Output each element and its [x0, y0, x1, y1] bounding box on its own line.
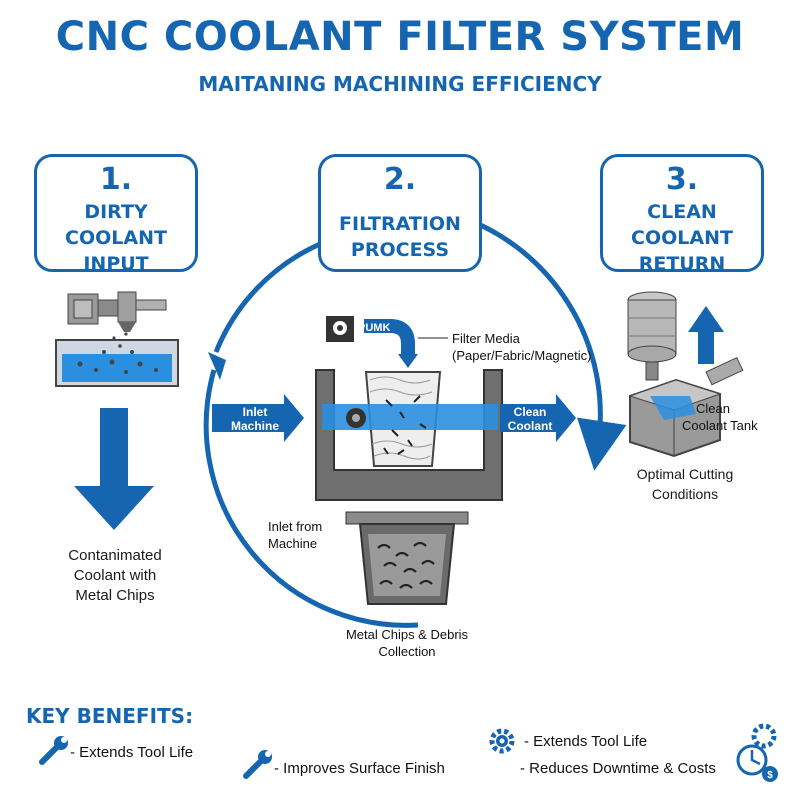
step-2-box: 2. FILTRATION PROCESS: [318, 154, 482, 272]
step-label-line: COOLANT: [631, 227, 733, 249]
label-line: Metal Chips & Debris: [345, 627, 469, 642]
filter-media-label: Filter Media (Paper/Fabric/Magnetic): [452, 330, 612, 364]
page-subtitle: MAITANING MACHINING EFFICIENCY: [198, 72, 602, 96]
label-line: Filter Media: [452, 331, 520, 346]
svg-text:$: $: [767, 770, 773, 781]
step-label-line: CLEAN: [647, 201, 717, 223]
benefit-item: - Improves Surface Finish: [274, 760, 445, 777]
step-label-line: INPUT: [83, 253, 149, 275]
benefit-item: - Extends Tool Life: [70, 744, 194, 761]
caption-line: Optimal Cutting: [636, 466, 734, 482]
caption-line: Metal Chips: [75, 587, 155, 604]
benefit-item: - Extends Tool Life: [524, 733, 648, 750]
clock-dollar-icon: $: [736, 723, 778, 782]
step-label-line: RETURN: [638, 253, 726, 275]
step-3-box: 3. CLEAN COOLANT RETURN: [600, 154, 764, 275]
wrench-icon: [243, 750, 272, 779]
label-line: Collection: [378, 644, 436, 659]
contaminated-coolant-caption: Contanimated Coolant with Metal Chips: [20, 546, 210, 606]
wrench-icon: [39, 736, 68, 765]
clean-coolant-arrow-label: Clean Coolant: [502, 405, 558, 433]
clean-machine-illustration: [627, 291, 744, 458]
step-number: 1.: [99, 162, 133, 197]
caption-line: Coolant with: [73, 567, 157, 584]
step-number: 2.: [383, 162, 417, 197]
step-label-line: PROCESS: [350, 239, 450, 261]
optimal-cutting-caption: Optimal Cutting Conditions: [600, 464, 770, 504]
step-number: 3.: [665, 162, 699, 197]
label-line: Clean: [513, 405, 547, 419]
label-line: Machine: [268, 536, 318, 551]
down-arrow-icon: [74, 408, 154, 530]
gear-icon: [489, 728, 515, 754]
flow-cycle-arc: [203, 211, 627, 628]
dirty-machine-illustration: [55, 291, 179, 387]
key-benefits-title: KEY BENEFITS:: [26, 704, 194, 728]
step-1-box: 1. DIRTY COOLANT INPUT: [34, 154, 198, 275]
step-label-line: FILTRATION: [339, 213, 461, 235]
filter-unit-illustration: [212, 316, 576, 605]
label-line: (Paper/Fabric/Magnetic): [452, 348, 592, 363]
caption-line: Conditions: [651, 486, 719, 502]
label-line: Inlet from: [268, 519, 323, 534]
label-line: Clean: [696, 401, 730, 416]
pump-label: PUMK: [358, 322, 391, 334]
inlet-from-machine-label: Inlet from Machine: [268, 518, 348, 552]
page-title: CNC COOLANT FILTER SYSTEM: [55, 14, 745, 60]
label-line: Coolant Tank: [682, 418, 758, 433]
benefit-item: - Reduces Downtime & Costs: [520, 760, 716, 777]
label-line: Machine: [230, 419, 279, 433]
label-line: Coolant: [507, 419, 553, 433]
caption-line: Contanimated: [68, 547, 162, 564]
label-line: Inlet: [242, 405, 268, 419]
chips-collection-label: Metal Chips & Debris Collection: [300, 626, 514, 660]
step-label-line: COOLANT: [65, 227, 167, 249]
clean-coolant-tank-label: Clean Coolant Tank: [682, 400, 792, 434]
step-label-line: DIRTY: [84, 201, 148, 223]
inlet-arrow-label: Inlet Machine: [222, 405, 288, 433]
